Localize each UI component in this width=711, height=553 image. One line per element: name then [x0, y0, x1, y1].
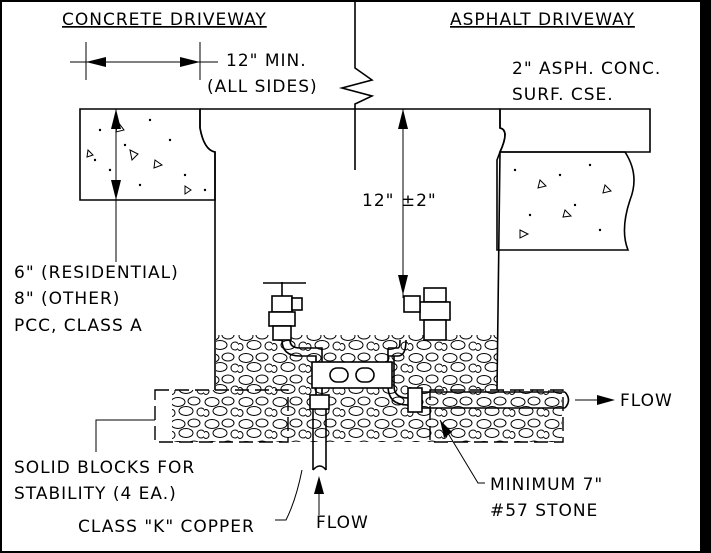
flow-right-label: FLOW [620, 391, 673, 411]
solid-block-right [429, 389, 564, 443]
pcc-line3: PCC, CLASS A [14, 316, 143, 336]
break-line [338, 0, 375, 170]
min-dim-arrow-left [86, 57, 106, 67]
concrete-driveway-label: CONCRETE DRIVEWAY [62, 10, 267, 30]
meter-box-left-wall [199, 109, 216, 390]
meter-box-right-wall [496, 109, 506, 391]
asphalt-surface [498, 108, 651, 153]
outlet-service-line [407, 387, 570, 413]
asphalt-spec-line2: SURF. CSE. [512, 85, 614, 105]
blocks-leader [95, 419, 155, 452]
min-clearance-line1: 12" MIN. [226, 51, 307, 71]
inlet-valve [263, 282, 306, 341]
min-dim-arrow-right [180, 57, 200, 67]
meter-setter [281, 339, 420, 406]
pcc-line2: 8" (OTHER) [14, 289, 120, 309]
blocks-line1: SOLID BLOCKS FOR [14, 458, 195, 478]
flow-bottom-arrowhead [314, 476, 324, 494]
page-border-right-bar [700, 0, 711, 553]
asphalt-driveway-label: ASPHALT DRIVEWAY [450, 10, 635, 30]
inlet-copper-line [309, 394, 330, 471]
blocks-line2: STABILITY (4 EA.) [14, 484, 177, 504]
stone-bed-lower [172, 390, 562, 442]
outlet-check-valve [403, 287, 451, 341]
copper-leader [275, 469, 303, 521]
pcc-dim-arrow-top [111, 109, 121, 129]
stone-leader [439, 419, 485, 484]
depth-dim-arrow-bottom [398, 275, 408, 295]
pcc-dim-arrow-bottom [111, 180, 121, 200]
pcc-line1: 6" (RESIDENTIAL) [14, 263, 179, 283]
stone-leader-arrowhead [440, 420, 452, 438]
concrete-aggregate [86, 118, 207, 195]
concrete-slab [79, 108, 216, 201]
depth-dim-arrow-top [398, 109, 408, 129]
copper-label: CLASS "K" COPPER [78, 517, 255, 537]
depth-dimension-label: 12" ±2" [362, 191, 437, 211]
flow-bottom-label: FLOW [316, 513, 369, 533]
solid-block-left [154, 389, 289, 443]
stone-line1: MINIMUM 7" [490, 475, 603, 495]
min-clearance-line2: (ALL SIDES) [207, 77, 318, 97]
flow-right-arrowhead [597, 395, 615, 405]
stone-line2: #57 STONE [490, 501, 598, 521]
asphalt-base [496, 151, 635, 251]
asphalt-spec-line1: 2" ASPH. CONC. [512, 59, 661, 79]
asphalt-base-aggregate [513, 163, 612, 239]
